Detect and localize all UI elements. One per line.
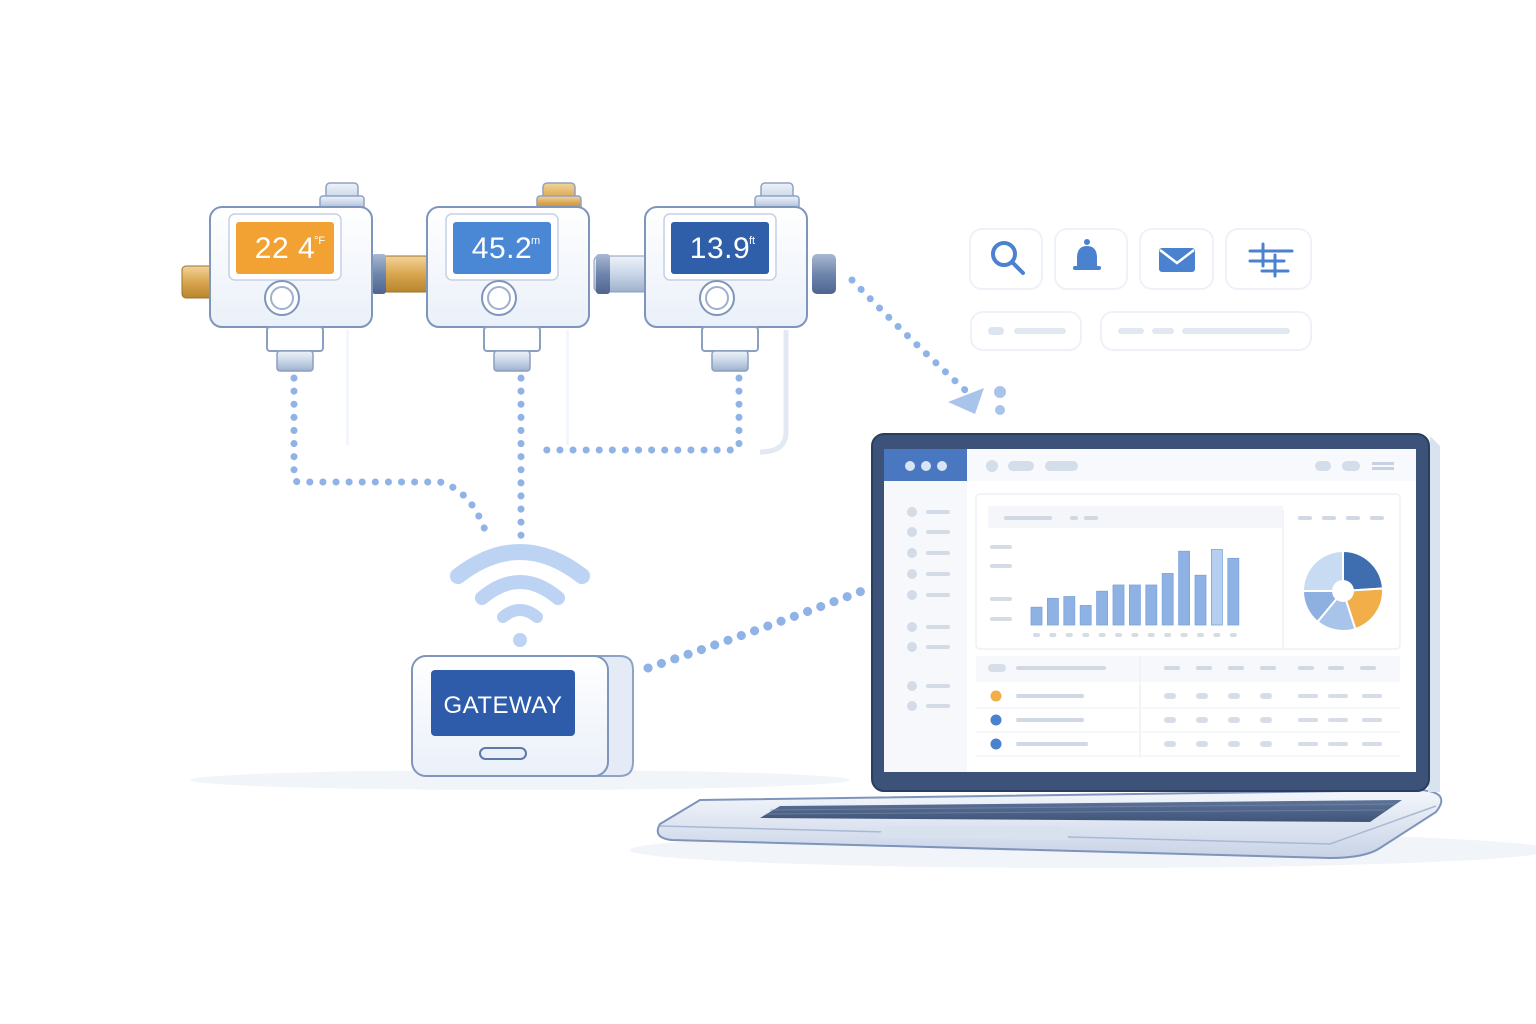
sidebar-item[interactable] (907, 701, 950, 711)
bar (1096, 590, 1108, 626)
bar-tick (1197, 633, 1204, 637)
sensor-screen (453, 222, 551, 274)
sensor-reading: 45.2 (472, 232, 532, 265)
trackpad[interactable] (876, 826, 1070, 840)
gateway-device[interactable]: GATEWAY (411, 655, 634, 777)
sensor-device[interactable]: 13.9ft (644, 182, 808, 372)
header-action[interactable] (1315, 461, 1331, 471)
sensor-unit: m (531, 235, 540, 247)
search-icon (991, 241, 1025, 275)
table-header (1164, 666, 1376, 670)
sensor-unit: °F (314, 235, 325, 247)
bar (1112, 584, 1125, 626)
table-row[interactable] (976, 690, 1400, 709)
sensor-screen (236, 222, 334, 274)
bar (1145, 584, 1158, 626)
bar (1030, 606, 1043, 626)
nav-dot[interactable] (986, 460, 998, 472)
bar (1047, 597, 1059, 626)
sensor-screen (671, 222, 769, 274)
sensor-device[interactable]: 45.2m (426, 182, 590, 372)
bar (1211, 549, 1223, 626)
status-dot (990, 738, 1002, 750)
bar-tick (1082, 633, 1090, 637)
bar-tick (1147, 633, 1155, 637)
bar-tick (1065, 633, 1073, 637)
app-toolbar (969, 228, 1312, 351)
bar-chart (1030, 549, 1240, 637)
table-row[interactable] (976, 714, 1400, 733)
bar (1079, 605, 1092, 626)
sensor-unit: ft (749, 235, 755, 247)
sliders-icon (1248, 242, 1294, 278)
menu-icon[interactable] (1372, 462, 1394, 465)
header-action[interactable] (1342, 461, 1360, 471)
sidebar-item[interactable] (907, 527, 950, 537)
gateway-screen (431, 670, 575, 736)
pie-slice (1342, 549, 1384, 593)
bar-tick (1180, 633, 1188, 637)
sensor-device[interactable]: 22 4°F (209, 182, 373, 372)
sidebar-item[interactable] (907, 548, 950, 558)
sensor-reading: 22 4 (255, 232, 315, 265)
bar-tick (1164, 633, 1172, 637)
gateway-label: GATEWAY (443, 692, 562, 719)
bell-icon (1073, 239, 1101, 270)
bar-tick (1033, 633, 1040, 637)
mail-icon (1159, 248, 1195, 272)
bar-tick (1115, 633, 1122, 637)
bar (1178, 550, 1190, 626)
gateway-indicator (479, 747, 527, 760)
mail-button[interactable] (1139, 228, 1214, 290)
bar-tick (1229, 633, 1237, 637)
sidebar-item[interactable] (907, 569, 950, 579)
wifi-icon (450, 544, 590, 647)
status-dot (990, 714, 1002, 726)
sensor-reading: 13.9 (690, 232, 750, 265)
notifications-button[interactable] (1054, 228, 1128, 290)
sidebar-item[interactable] (907, 622, 950, 632)
data-links (290, 276, 1006, 673)
sidebar-item[interactable] (907, 590, 950, 600)
nav-tab[interactable] (1045, 461, 1078, 471)
pipe-segments (181, 254, 836, 299)
nav-tab[interactable] (1008, 461, 1034, 471)
bar-tick (1131, 633, 1139, 637)
sidebar (884, 481, 967, 772)
bar-tick (1049, 633, 1057, 637)
bar-tick (1213, 633, 1221, 637)
filter-chip[interactable] (970, 311, 1082, 351)
sidebar-item[interactable] (907, 507, 950, 517)
status-dot (990, 690, 1002, 702)
sidebar-item[interactable] (907, 642, 950, 652)
settings-button[interactable] (1225, 228, 1312, 290)
arrow-head (948, 388, 984, 414)
pie-slice (1301, 549, 1344, 592)
pie-chart (1301, 549, 1384, 632)
cable (759, 330, 789, 455)
search-button[interactable] (969, 228, 1043, 290)
ground-shadow (190, 770, 850, 790)
bar (1063, 596, 1076, 626)
table-row[interactable] (976, 738, 1400, 757)
bar (1161, 573, 1174, 626)
sidebar-item[interactable] (907, 681, 950, 691)
bar (1227, 557, 1240, 626)
bar (1194, 574, 1207, 626)
bar-tick (1098, 633, 1106, 637)
dashboard-app (884, 449, 1416, 772)
search-bar[interactable] (1100, 311, 1312, 351)
bar (1129, 584, 1141, 626)
pie-hole (1332, 580, 1354, 602)
